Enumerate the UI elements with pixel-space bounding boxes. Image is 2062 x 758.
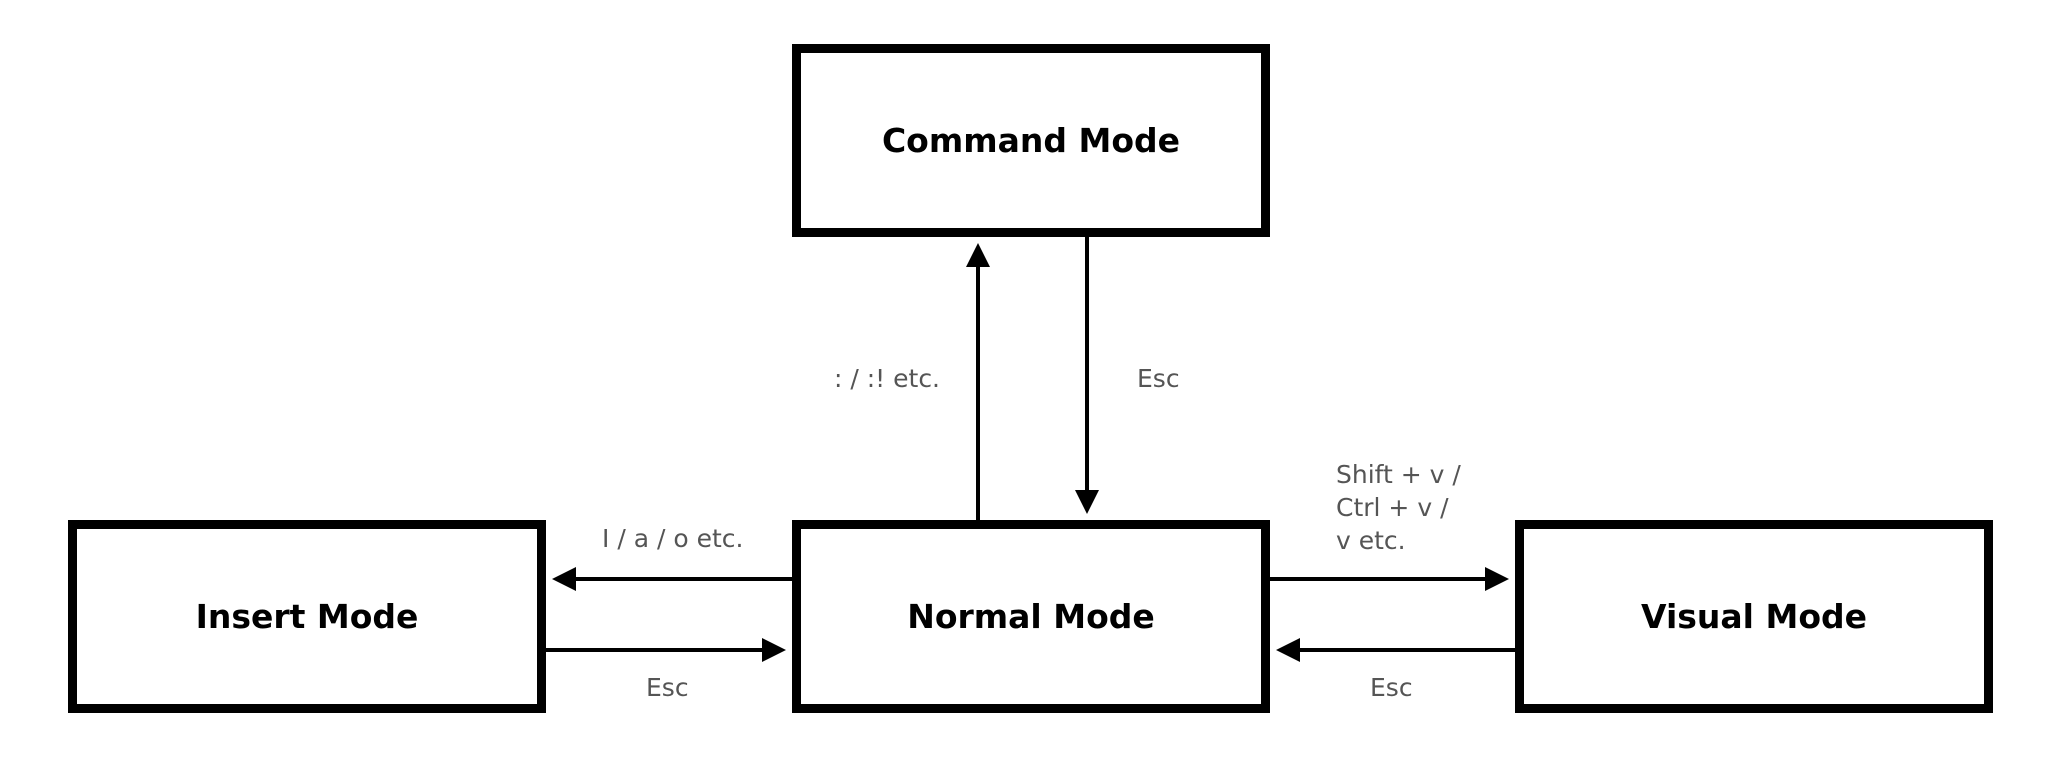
label-normal-to-visual-line-2: Ctrl + v /	[1336, 493, 1449, 522]
label-normal-to-visual-line-1: Shift + v /	[1336, 460, 1461, 489]
label-insert-to-normal: Esc	[646, 673, 689, 702]
command-mode-label: Command Mode	[881, 121, 1181, 160]
visual-mode-label: Visual Mode	[1641, 597, 1867, 636]
command-mode-box: Command Mode	[792, 44, 1270, 237]
label-visual-to-normal: Esc	[1370, 673, 1413, 702]
label-normal-to-command: : / :! etc.	[834, 364, 941, 393]
visual-mode-box: Visual Mode	[1515, 520, 1993, 713]
normal-mode-label: Normal Mode	[907, 597, 1155, 636]
insert-mode-label: Insert Mode	[195, 597, 419, 636]
label-normal-to-visual: Shift + v / Ctrl + v / v etc.	[1336, 458, 1461, 557]
label-normal-to-visual-line-3: v etc.	[1336, 526, 1406, 555]
insert-mode-box: Insert Mode	[68, 520, 546, 713]
label-command-to-normal: Esc	[1137, 364, 1180, 393]
normal-mode-box: Normal Mode	[792, 520, 1270, 713]
label-normal-to-insert: I / a / o etc.	[602, 524, 744, 553]
